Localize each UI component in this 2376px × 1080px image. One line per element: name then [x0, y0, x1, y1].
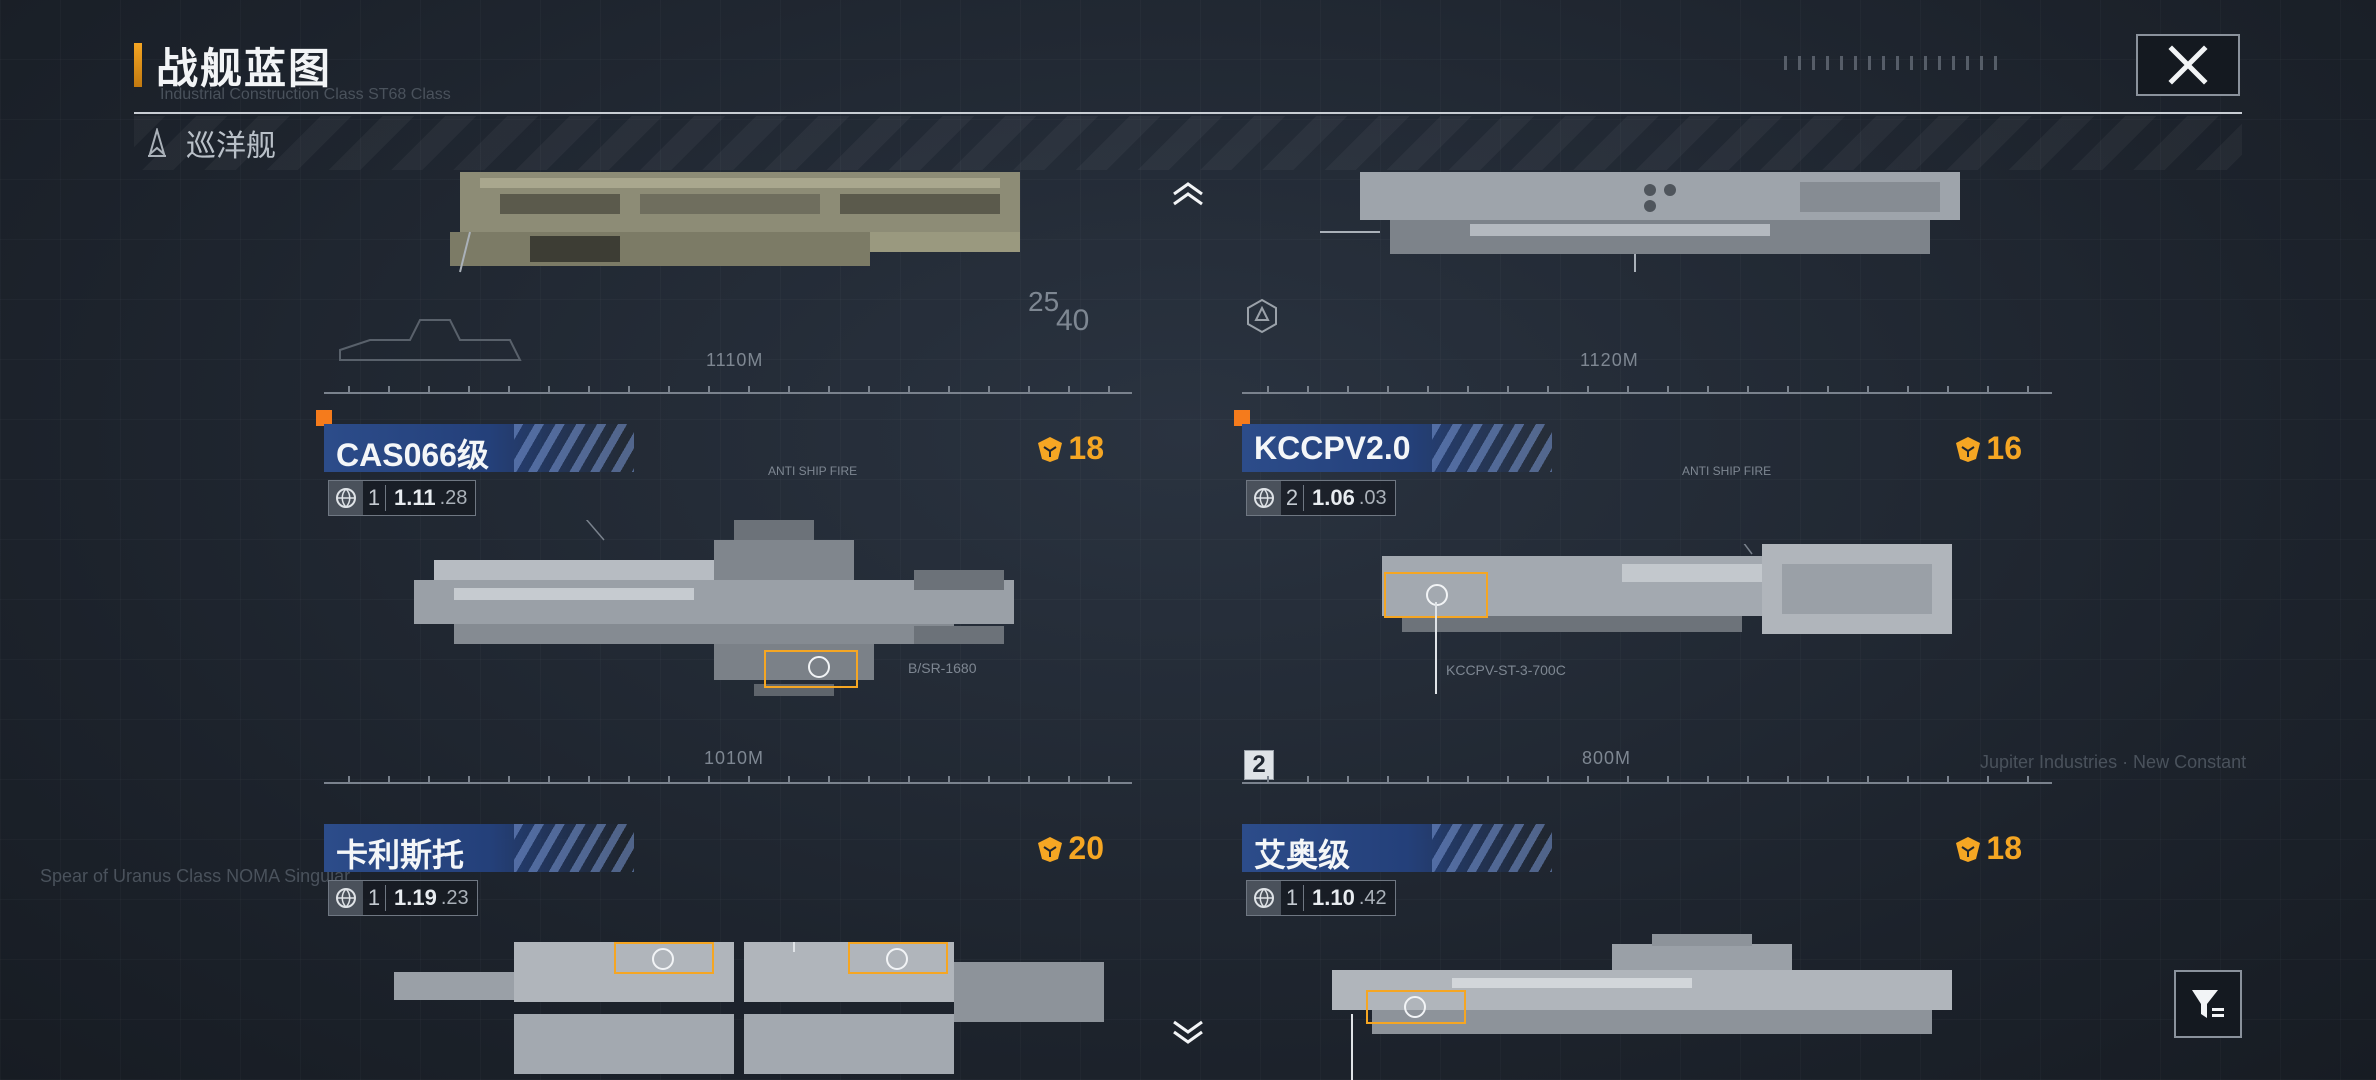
anti-ship-label: ANTI SHIP FIRE — [768, 464, 858, 478]
emblem-icon — [1956, 436, 1981, 462]
card-name-bar — [1242, 824, 1552, 872]
hexagon-icon — [1247, 298, 1277, 334]
ship-stat-box: 1 1.19 .23 — [328, 880, 478, 916]
ship-stat-main: 1.10 — [1312, 885, 1355, 910]
module-label: KCCPV-ST-3-700C — [1446, 662, 1566, 678]
ship-stat-sub: .42 — [1358, 886, 1387, 909]
ship-image-kccpv — [1382, 544, 1952, 634]
ship-image-top-right[interactable] — [1320, 172, 1980, 272]
length-label-top-left: 1110M — [706, 350, 764, 370]
emblem-icon — [1038, 436, 1063, 462]
weapon-bracket — [848, 942, 948, 974]
ship-stat-main: 1.11 — [394, 485, 436, 510]
ship-score: 18 — [1954, 830, 2022, 867]
ship-card-cas066[interactable]: CAS066级 18 1 1.11 .28 ANTI SHIP FIRE B/S… — [316, 410, 1144, 794]
filter-button[interactable] — [2174, 970, 2242, 1038]
card-new-marker — [316, 410, 332, 426]
close-icon — [2168, 45, 2208, 85]
card-name-bar — [324, 824, 634, 872]
blueprint-outline-top-left — [339, 319, 522, 361]
ship-name: 卡利斯托 — [336, 837, 465, 873]
header-tick-deco — [1784, 56, 2004, 70]
ship-stat-box: 1 1.10 .42 — [1246, 880, 1396, 916]
cruiser-icon — [148, 128, 166, 157]
ship-level: 1 — [363, 885, 386, 911]
deco-number-b: 40 — [1056, 304, 1090, 337]
ship-name: CAS066级 — [336, 437, 489, 473]
ship-score: 20 — [1036, 830, 1104, 867]
ship-score: 16 — [1954, 430, 2022, 467]
weapon-target-ring[interactable] — [1404, 996, 1426, 1018]
ship-image-top-left[interactable] — [440, 172, 1060, 282]
ship-card-callisto[interactable]: 卡利斯托 20 1 1.19 .23 — [324, 824, 1144, 1080]
deco-number-a: 25 — [1028, 286, 1060, 317]
length-label-top-right: 1120M — [1580, 350, 1639, 370]
filter-icon — [2192, 990, 2224, 1018]
ship-name: 艾奥级 — [1254, 837, 1351, 873]
ship-stat-box: 1 1.11 .28 — [328, 480, 477, 516]
ship-stat-main: 1.19 — [394, 885, 437, 910]
ship-score-value: 16 — [1986, 430, 2022, 466]
ship-level: 1 — [363, 485, 386, 511]
ship-name: KCCPV2.0 — [1254, 430, 1411, 466]
ship-score-value: 20 — [1068, 830, 1104, 866]
bg-caption-top: Industrial Construction Class ST68 Class — [160, 86, 451, 103]
module-label: B/SR-1680 — [908, 660, 977, 676]
ship-stat-sub: .03 — [1358, 486, 1387, 509]
card-name-bar — [324, 424, 634, 472]
ship-stat-sub: .28 — [439, 486, 468, 509]
weapon-target-ring[interactable] — [886, 948, 908, 970]
anti-ship-label: ANTI SHIP FIRE — [1682, 464, 1772, 478]
module-leader-line — [1435, 602, 1437, 694]
ship-level: 2 — [1281, 485, 1304, 511]
title-accent — [134, 43, 142, 87]
category-label: 巡洋舰 — [186, 130, 276, 163]
header-divider — [134, 112, 2242, 114]
scroll-down-icon[interactable] — [1170, 1018, 1206, 1048]
ship-length-label: 1010M — [704, 748, 765, 768]
emblem-icon — [1956, 836, 1981, 862]
scroll-up-icon[interactable] — [1170, 178, 1206, 208]
weapon-target-ring[interactable] — [652, 948, 674, 970]
close-button[interactable] — [2136, 34, 2240, 96]
ship-score-value: 18 — [1986, 830, 2022, 866]
length-ruler — [324, 768, 1132, 784]
bg-caption-left: Spear of Uranus Class NOMA Singular — [40, 866, 351, 886]
ship-image-callisto — [394, 942, 1104, 1074]
globe-icon — [329, 881, 363, 915]
globe-icon — [1247, 881, 1281, 915]
length-ruler — [1242, 768, 2052, 784]
ship-card-io[interactable]: 艾奥级 18 1 1.10 .42 — [1242, 824, 2062, 1080]
weapon-target-ring[interactable] — [808, 656, 830, 678]
ship-score-value: 18 — [1068, 430, 1104, 466]
card-new-marker — [1234, 410, 1250, 426]
ship-stat-main: 1.06 — [1312, 485, 1355, 510]
bg-caption-right: Jupiter Industries · New Constant — [1980, 752, 2247, 772]
card-name-bar — [1242, 424, 1552, 472]
header: 战舰蓝图 — [134, 40, 332, 92]
ship-length-label: 800M — [1582, 748, 1632, 768]
length-ruler-top-right — [1242, 378, 2052, 394]
weapon-bracket — [1366, 990, 1466, 1024]
ship-level: 1 — [1281, 885, 1304, 911]
globe-icon — [1247, 481, 1281, 515]
ship-score: 18 — [1036, 430, 1104, 467]
category-strip[interactable]: 巡洋舰 — [134, 116, 2242, 170]
weapon-bracket — [764, 650, 858, 688]
globe-icon — [329, 481, 363, 515]
ship-stat-box: 2 1.06 .03 — [1246, 480, 1396, 516]
emblem-icon — [1038, 836, 1063, 862]
weapon-bracket — [614, 942, 714, 974]
page-title: 战舰蓝图 — [156, 44, 333, 92]
ship-stat-sub: .23 — [440, 886, 469, 909]
ship-card-kccpv[interactable]: KCCPV2.0 16 2 1.06 .03 ANTI SHIP FIRE KC… — [1234, 410, 2062, 794]
length-ruler-top-left — [324, 378, 1132, 394]
